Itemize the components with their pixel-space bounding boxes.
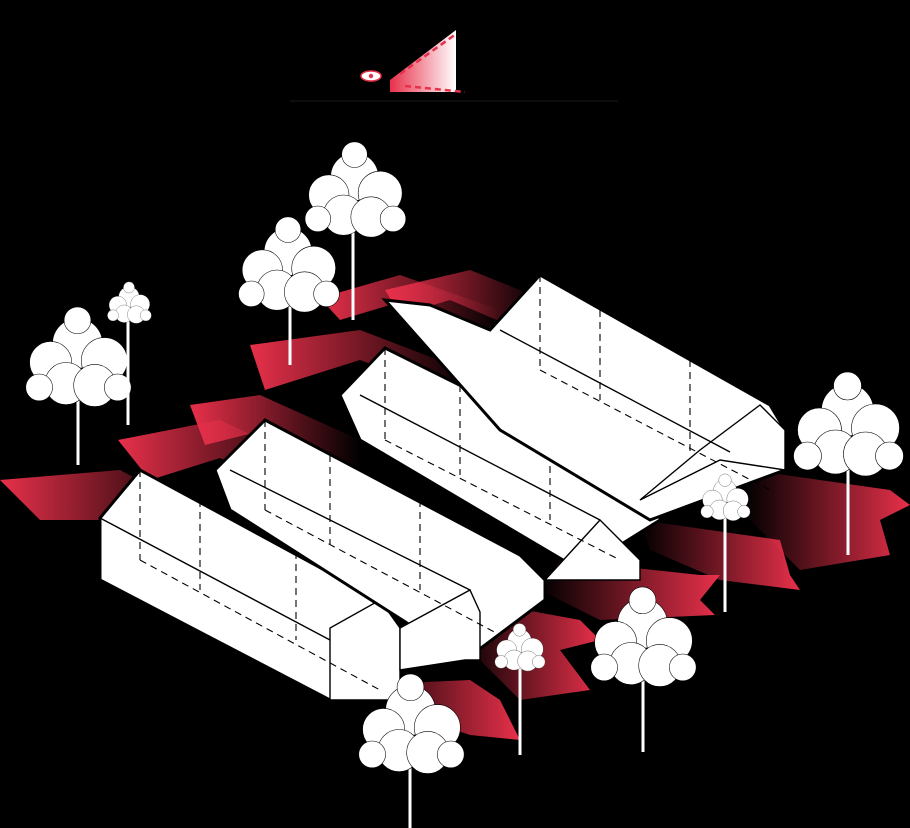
greenhouse-wind-diagram [0, 0, 910, 828]
